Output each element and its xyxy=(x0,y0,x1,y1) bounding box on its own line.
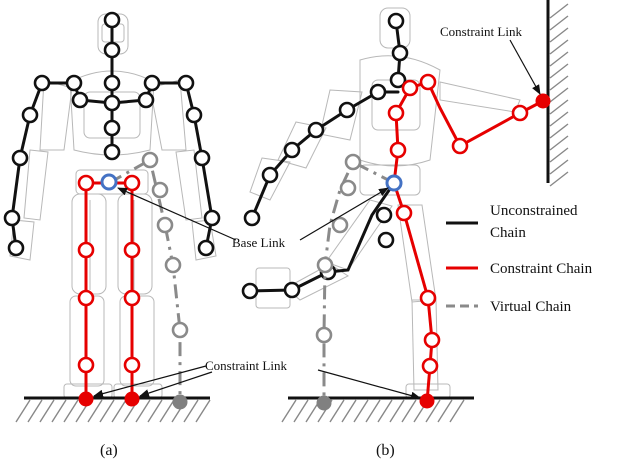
hatch-line xyxy=(549,63,569,79)
base-link-label: Base Link xyxy=(232,235,286,250)
hatch-line xyxy=(111,399,127,423)
hatch-line xyxy=(549,87,569,103)
hatch-line xyxy=(549,15,569,31)
hatch-line xyxy=(549,147,569,163)
legend: Unconstrained Chain Constraint Chain Vir… xyxy=(446,203,593,315)
hatch-line xyxy=(549,111,569,127)
hatch-line xyxy=(51,399,67,423)
panel-label-b: (b) xyxy=(376,442,395,459)
hatch-line xyxy=(63,399,79,423)
hatch-line xyxy=(549,51,569,67)
hatch-line xyxy=(549,3,569,19)
constraint-chain-a xyxy=(77,174,141,407)
hatch-line xyxy=(293,399,309,423)
hatch-line xyxy=(549,27,569,43)
hatch-line xyxy=(365,399,381,423)
hatch-line xyxy=(15,399,31,423)
hatch-line xyxy=(389,399,405,423)
hatch-line xyxy=(195,399,211,423)
hatch-line xyxy=(99,399,115,423)
hatch-line xyxy=(425,399,441,423)
hatch-line xyxy=(281,399,297,423)
base-link-joint-b xyxy=(385,174,403,192)
hatch-line xyxy=(159,399,175,423)
constraint-link-label-top: Constraint Link xyxy=(440,24,522,39)
hatch-line xyxy=(135,399,151,423)
legend-constraint: Constraint Chain xyxy=(490,261,593,277)
hatch-line xyxy=(147,399,163,423)
hatch-line xyxy=(353,399,369,423)
ground-b xyxy=(281,396,474,423)
hatch-line xyxy=(549,159,569,175)
robot-outline-b xyxy=(249,7,521,399)
annotation-constraint-link-bottom: Constraint Link xyxy=(93,358,421,400)
hatch-line xyxy=(183,399,199,423)
hatch-line xyxy=(377,399,393,423)
hatch-line xyxy=(549,135,569,151)
hatch-line xyxy=(549,99,569,115)
hatch-line xyxy=(549,123,569,139)
virtual-chain-a xyxy=(108,151,189,410)
wall-b xyxy=(546,0,569,187)
hatch-line xyxy=(401,399,417,423)
unconstrained-chain-a xyxy=(3,11,221,257)
constraint-link-label-bottom: Constraint Link xyxy=(205,358,287,373)
panel-b xyxy=(241,0,569,423)
hatch-line xyxy=(449,399,465,423)
hatch-line xyxy=(549,171,569,187)
base-link-joint-a xyxy=(100,173,118,191)
legend-unconstrained-line1: Unconstrained xyxy=(490,203,578,219)
hatch-line xyxy=(27,399,43,423)
legend-virtual: Virtual Chain xyxy=(490,299,572,315)
constraint-chain-b xyxy=(387,73,551,409)
hatch-line xyxy=(437,399,453,423)
panel-label-a: (a) xyxy=(100,442,118,459)
annotation-base-link: Base Link xyxy=(117,187,389,250)
unconstrained-chain-b xyxy=(241,12,409,300)
panel-a xyxy=(3,11,221,423)
hatch-line xyxy=(549,39,569,55)
hatch-line xyxy=(329,399,345,423)
virtual-chain-b xyxy=(315,153,395,411)
hatch-line xyxy=(87,399,103,423)
hatch-line xyxy=(39,399,55,423)
hatch-line xyxy=(549,75,569,91)
hatch-line xyxy=(341,399,357,423)
annotation-constraint-link-top: Constraint Link xyxy=(440,24,541,95)
legend-unconstrained-line2: Chain xyxy=(490,225,526,241)
